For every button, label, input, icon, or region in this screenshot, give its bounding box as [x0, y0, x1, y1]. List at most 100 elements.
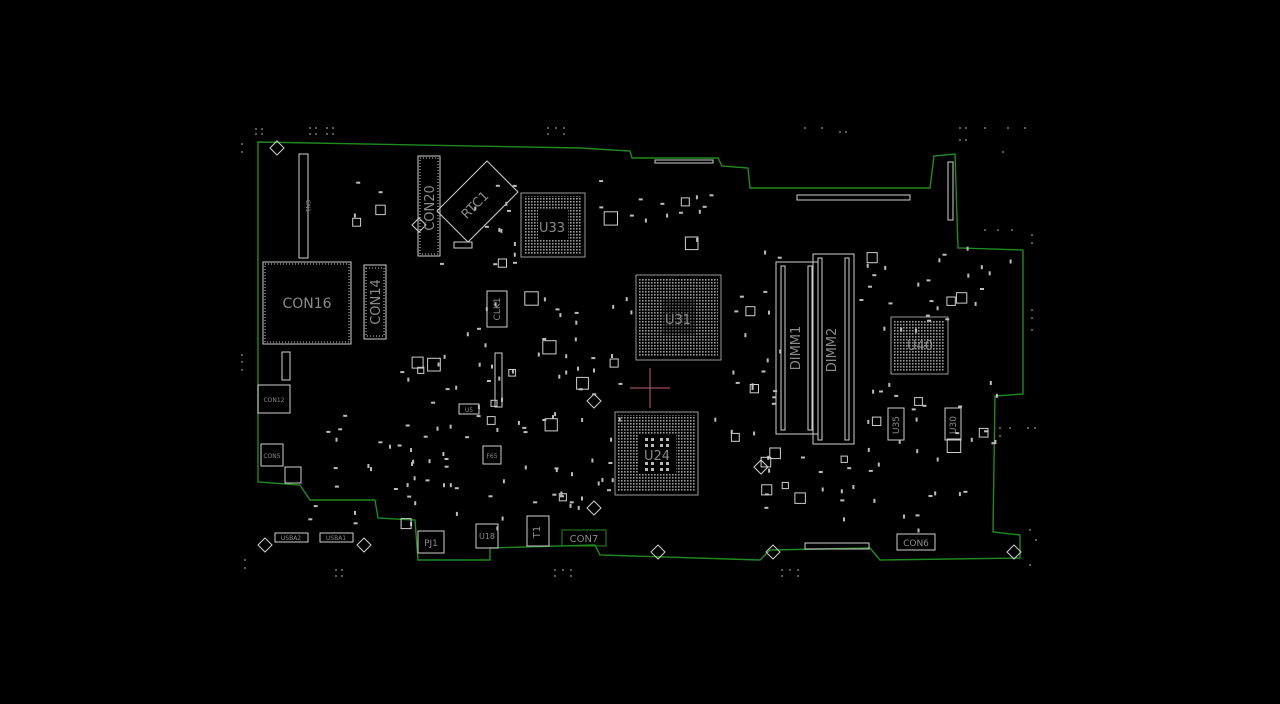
- smd-part: [410, 448, 412, 453]
- component-u30[interactable]: U30: [944, 407, 962, 441]
- smd-part: [991, 442, 996, 445]
- smd-part: [335, 437, 338, 442]
- component-t1[interactable]: T1: [526, 515, 550, 547]
- smd-part: [781, 481, 789, 490]
- component-usba2[interactable]: USBA2: [274, 532, 309, 543]
- smd-part: [873, 498, 876, 503]
- label-con7: CON7: [570, 534, 599, 545]
- smd-part: [601, 478, 604, 482]
- smd-part: [560, 495, 564, 498]
- label-con5: CON5: [263, 453, 280, 460]
- smd-part: [486, 416, 496, 425]
- board-outline: [257, 141, 1024, 561]
- smd-part: [576, 376, 589, 390]
- component-con7[interactable]: CON7: [561, 529, 607, 547]
- smd-part: [879, 390, 883, 393]
- component-dimm1[interactable]: DIMM1: [775, 261, 819, 435]
- smd-part: [559, 313, 562, 318]
- component-u24[interactable]: U24: [614, 411, 699, 496]
- smd-part: [955, 292, 968, 304]
- component-u33[interactable]: U33: [520, 192, 586, 258]
- label-u5: U5: [465, 407, 473, 414]
- component-dimm2[interactable]: DIMM2: [812, 253, 855, 445]
- smd-part: [569, 501, 574, 504]
- component-u35[interactable]: U35: [887, 407, 905, 441]
- smd-part: [925, 314, 930, 317]
- smd-part: [772, 396, 777, 399]
- smd-part: [537, 352, 540, 357]
- component-u40[interactable]: U40: [890, 316, 949, 375]
- smd-part: [840, 455, 848, 463]
- smd-part: [922, 404, 927, 407]
- label-u33: U33: [539, 221, 565, 236]
- smd-part: [490, 399, 498, 407]
- component-f65[interactable]: F65: [482, 445, 502, 465]
- smd-part: [611, 354, 613, 358]
- component-con6[interactable]: CON6: [896, 533, 936, 551]
- smd-part: [334, 485, 339, 488]
- smd-part: [485, 307, 488, 312]
- component-con12[interactable]: CON12: [257, 384, 291, 414]
- smd-part: [928, 495, 933, 497]
- smd-part: [592, 393, 597, 396]
- label-rtc1: RTC1: [459, 189, 493, 223]
- smd-part: [911, 408, 916, 411]
- smd-part: [630, 310, 633, 315]
- smd-part: [353, 213, 356, 218]
- smd-part: [945, 318, 950, 321]
- smd-part: [866, 252, 878, 264]
- smd-part: [946, 296, 956, 306]
- smd-part: [608, 462, 613, 464]
- component-clk1[interactable]: CLK1: [486, 290, 508, 328]
- smd-part: [936, 306, 939, 311]
- component-u5[interactable]: U5: [458, 403, 480, 415]
- smd-part: [500, 228, 503, 233]
- smd-part: [437, 362, 440, 367]
- smd-part: [400, 371, 405, 374]
- smd-part: [840, 499, 845, 502]
- smd-part: [916, 449, 919, 454]
- smd-part: [868, 285, 872, 288]
- component-con16[interactable]: CON16: [262, 261, 352, 345]
- smd-part: [338, 428, 343, 431]
- smd-part: [610, 437, 613, 442]
- smd-part: [764, 493, 769, 496]
- label-u24: U24: [644, 449, 670, 464]
- smd-part: [599, 206, 604, 209]
- component-con20[interactable]: CON20: [417, 155, 441, 257]
- smd-part: [638, 198, 643, 201]
- smd-part: [466, 332, 469, 337]
- component-con14[interactable]: CON14: [363, 264, 387, 340]
- smd-part: [980, 265, 983, 270]
- smd-part: [554, 412, 557, 417]
- component-con5[interactable]: CON5: [260, 443, 284, 467]
- label-usba1: USBA1: [326, 535, 346, 542]
- smd-part: [502, 479, 505, 484]
- component-u18[interactable]: U18: [475, 523, 499, 549]
- component-u31[interactable]: U31: [635, 274, 722, 361]
- smd-part: [898, 439, 901, 444]
- smd-part: [524, 465, 527, 470]
- component-cn1[interactable]: CN1: [298, 153, 311, 259]
- smd-part: [513, 261, 517, 264]
- small-components: [308, 180, 1012, 533]
- smd-part: [356, 181, 361, 184]
- smd-part: [577, 366, 579, 371]
- smd-part: [454, 487, 459, 490]
- smd-part: [428, 459, 431, 464]
- smd-part: [558, 374, 561, 379]
- component-usba1[interactable]: USBA1: [319, 532, 354, 543]
- misc-connectors: [281, 159, 954, 550]
- smd-part: [591, 458, 594, 463]
- smd-part: [760, 456, 772, 468]
- smd-part: [769, 447, 781, 460]
- smd-part: [946, 438, 962, 453]
- smd-part: [333, 467, 338, 470]
- smd-part: [618, 417, 621, 422]
- smd-part: [763, 290, 768, 293]
- label-u18: U18: [479, 532, 495, 541]
- smd-part: [449, 483, 452, 488]
- smd-part: [915, 328, 917, 333]
- smd-part: [497, 258, 507, 268]
- component-pj1[interactable]: PJ1: [417, 530, 445, 554]
